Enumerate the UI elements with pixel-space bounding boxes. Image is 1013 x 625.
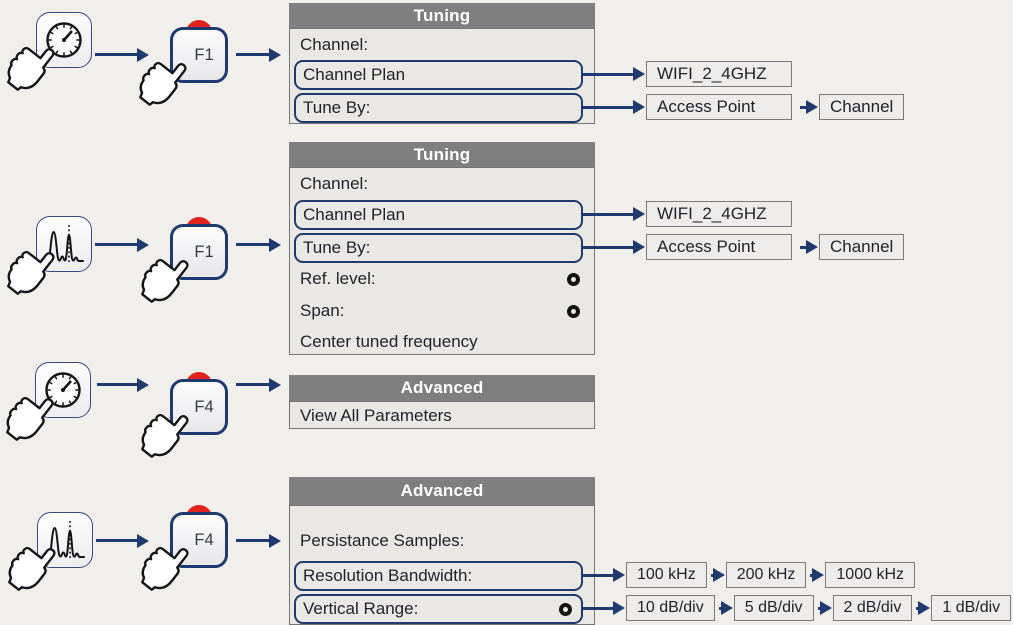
value-box-10dbdiv[interactable]: 10 dB/div [626,595,715,621]
flow-arrow [95,237,149,252]
menu-item-tune-by[interactable]: Tune By: [294,233,583,263]
flow-arrow [583,207,645,221]
tuning-menu: Tuning Channel: Channel Plan Tune By: Re… [289,142,595,355]
flow-arrow [817,601,832,615]
menu-title: Advanced [289,477,595,505]
value-box-100khz[interactable]: 100 kHz [626,562,707,588]
flow-arrow [718,601,733,615]
flow-arrow [96,533,149,548]
flow-arrow [95,47,149,62]
flow-arrow [810,568,825,582]
value-box-1dbdiv[interactable]: 1 dB/div [931,595,1012,621]
menu-item-tune-by[interactable]: Tune By: [294,93,583,123]
value-box-5dbdiv[interactable]: 5 dB/div [733,595,814,621]
flow-arrow [583,568,625,582]
flow-arrow [583,240,645,254]
flow-arrow [710,568,725,582]
menu-title: Advanced [289,375,595,401]
advanced-menu: Advanced Persistance Samples: Resolution… [289,477,595,625]
menu-item-label: Span: [300,301,345,320]
menu-item-channel-plan[interactable]: Channel Plan [294,200,583,230]
value-box-1000khz[interactable]: 1000 kHz [825,562,915,588]
value-box-access-point[interactable]: Access Point [646,234,792,260]
value-box-wifi-2-4ghz[interactable]: WIFI_2_4GHZ [646,61,792,87]
flow-arrow [583,67,645,81]
menu-item-channel-plan[interactable]: Channel Plan [294,60,583,90]
f1-key-label: F1 [194,45,214,64]
menu-item-label: Ref. level: [300,269,376,288]
value-box-channel[interactable]: Channel [819,234,905,260]
menu-item-persistance-samples: Persistance Samples: [300,531,465,550]
value-box-channel[interactable]: Channel [819,94,905,120]
flow-arrow [236,47,281,62]
menu-item-channel: Channel: [300,174,369,193]
flow-arrow [583,100,645,114]
value-box-2dbdiv[interactable]: 2 dB/div [832,595,913,621]
menu-item-span: Span: [290,297,594,325]
value-box-200khz[interactable]: 200 kHz [725,562,807,588]
flow-arrow [236,237,281,252]
f4-key-label: F4 [194,397,214,416]
flow-arrow [800,240,818,254]
menu-item-vertical-range[interactable]: Vertical Range: [294,594,583,624]
rotary-knob-icon [567,304,580,318]
menu-item-label: Vertical Range: [303,599,419,618]
rotary-knob-icon [567,272,580,286]
value-box-access-point[interactable]: Access Point [646,94,792,120]
flow-arrow [800,100,818,114]
rotary-knob-icon [559,602,572,616]
flow-arrow [236,377,281,392]
menu-item-view-all-parameters[interactable]: View All Parameters [300,405,452,425]
flow-arrow [916,601,931,615]
flow-arrow [583,601,625,615]
tuning-menu: Tuning Channel: Channel Plan Tune By: [289,3,595,124]
menu-item-center-tuned-frequency: Center tuned frequency [300,332,478,351]
menu-item-ref-level: Ref. level: [290,265,594,293]
menu-title: Tuning [289,142,595,167]
menu-item-resolution-bandwidth[interactable]: Resolution Bandwidth: [294,561,583,591]
flow-arrow [236,533,281,548]
flow-arrow [97,377,149,392]
menu-item-channel: Channel: [300,35,369,54]
menu-title: Tuning [289,3,595,28]
f1-key-label: F1 [194,242,214,261]
f4-key-label: F4 [194,530,214,549]
advanced-menu: Advanced View All Parameters [289,375,595,429]
value-box-wifi-2-4ghz[interactable]: WIFI_2_4GHZ [646,201,792,227]
